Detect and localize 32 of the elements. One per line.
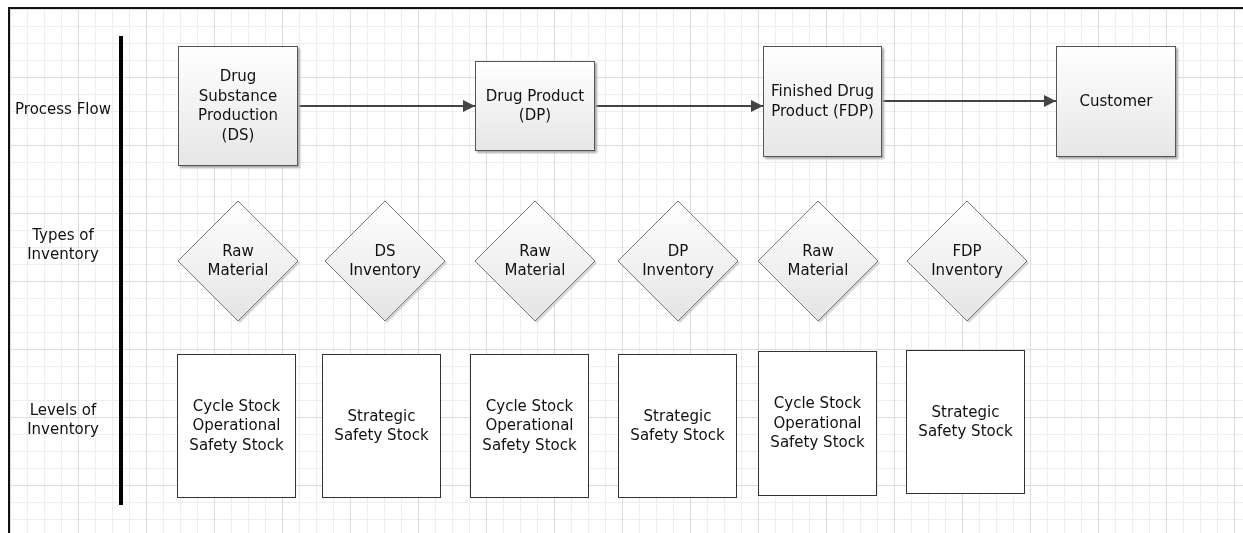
process-box <box>178 46 298 166</box>
node-label: Strategic Safety Stock <box>333 406 430 446</box>
inventory-level-box <box>322 354 441 498</box>
inventory-type-label: FDP Inventory <box>930 241 1004 281</box>
arrow <box>881 95 1057 107</box>
inventory-level-box <box>470 354 589 498</box>
node-label: Strategic Safety Stock <box>917 402 1014 442</box>
arrow <box>297 100 476 112</box>
process-box <box>475 61 595 151</box>
arrow <box>594 100 764 112</box>
inventory-type-label: Raw Material <box>206 241 270 281</box>
inventory-level-box <box>177 354 296 498</box>
inventory-level-box <box>906 350 1025 494</box>
inventory-type-label: Raw Material <box>503 241 567 281</box>
process-box <box>1056 46 1176 157</box>
node-label: Finished Drug Product (FDP) <box>770 82 875 121</box>
node-label: Cycle Stock Operational Safety Stock <box>769 394 866 453</box>
inventory-type-label: DP Inventory <box>641 241 715 281</box>
row-label: Types of Inventory <box>26 225 100 265</box>
row-label: Levels of Inventory <box>26 400 100 440</box>
node-label: Cycle Stock Operational Safety Stock <box>481 396 578 456</box>
inventory-level-box <box>758 351 877 496</box>
node-label: Customer <box>1079 91 1153 112</box>
row-label: Process Flow <box>14 100 112 120</box>
process-box <box>763 46 882 157</box>
inventory-type-label: Raw Material <box>786 241 850 281</box>
node-label: Strategic Safety Stock <box>629 406 726 446</box>
node-label: Drug Substance Production (DS) <box>197 67 279 145</box>
inventory-type-label: DS Inventory <box>348 241 422 281</box>
inventory-level-box <box>618 354 737 498</box>
node-label: Cycle Stock Operational Safety Stock <box>188 396 285 456</box>
node-label: Drug Product (DP) <box>484 86 586 126</box>
